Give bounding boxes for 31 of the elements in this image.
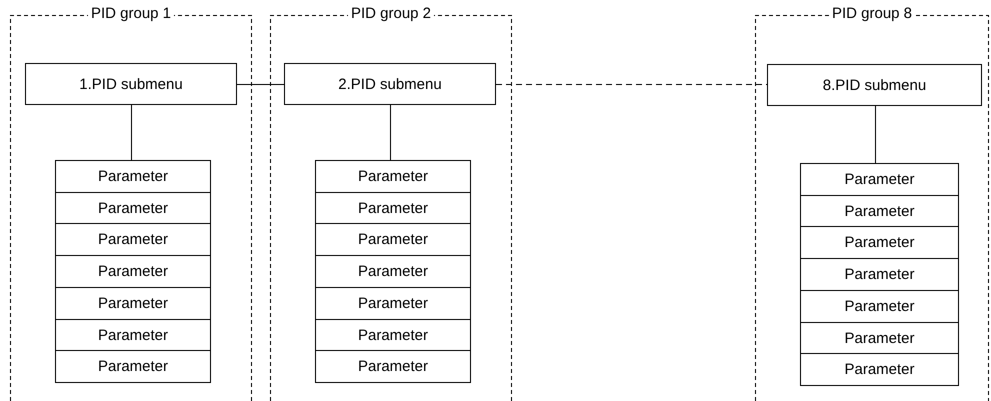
parameter-box: Parameter: [800, 226, 959, 260]
connector-line: [496, 84, 768, 85]
parameter-box: Parameter: [315, 318, 471, 352]
parameter-box: Parameter: [315, 255, 471, 288]
parameter-box: Parameter: [315, 350, 471, 384]
parameter-box: Parameter: [800, 258, 959, 292]
submenu-box: 1.PID submenu: [25, 63, 237, 105]
submenu-box: 8.PID submenu: [767, 64, 982, 106]
parameter-box: Parameter: [55, 223, 211, 256]
connector-line: [131, 104, 132, 160]
parameter-box: Parameter: [55, 286, 211, 320]
parameter-box: Parameter: [55, 318, 211, 352]
parameter-box: Parameter: [315, 223, 471, 256]
group-title: PID group 1: [88, 5, 174, 23]
connector-line: [390, 104, 391, 160]
parameter-box: Parameter: [315, 192, 471, 225]
parameter-box: Parameter: [55, 192, 211, 225]
parameter-box: Parameter: [55, 350, 211, 384]
parameter-box: Parameter: [315, 160, 471, 193]
connector-line: [875, 106, 876, 164]
parameter-box: Parameter: [800, 353, 959, 386]
parameter-box: Parameter: [800, 194, 959, 228]
connector-line: [236, 84, 284, 85]
parameter-box: Parameter: [55, 255, 211, 288]
parameter-box: Parameter: [315, 286, 471, 320]
parameter-box: Parameter: [800, 163, 959, 196]
submenu-box: 2.PID submenu: [284, 63, 496, 105]
parameter-box: Parameter: [800, 290, 959, 323]
parameter-box: Parameter: [800, 322, 959, 354]
group-title: PID group 2: [348, 5, 434, 23]
parameter-box: Parameter: [55, 160, 211, 193]
